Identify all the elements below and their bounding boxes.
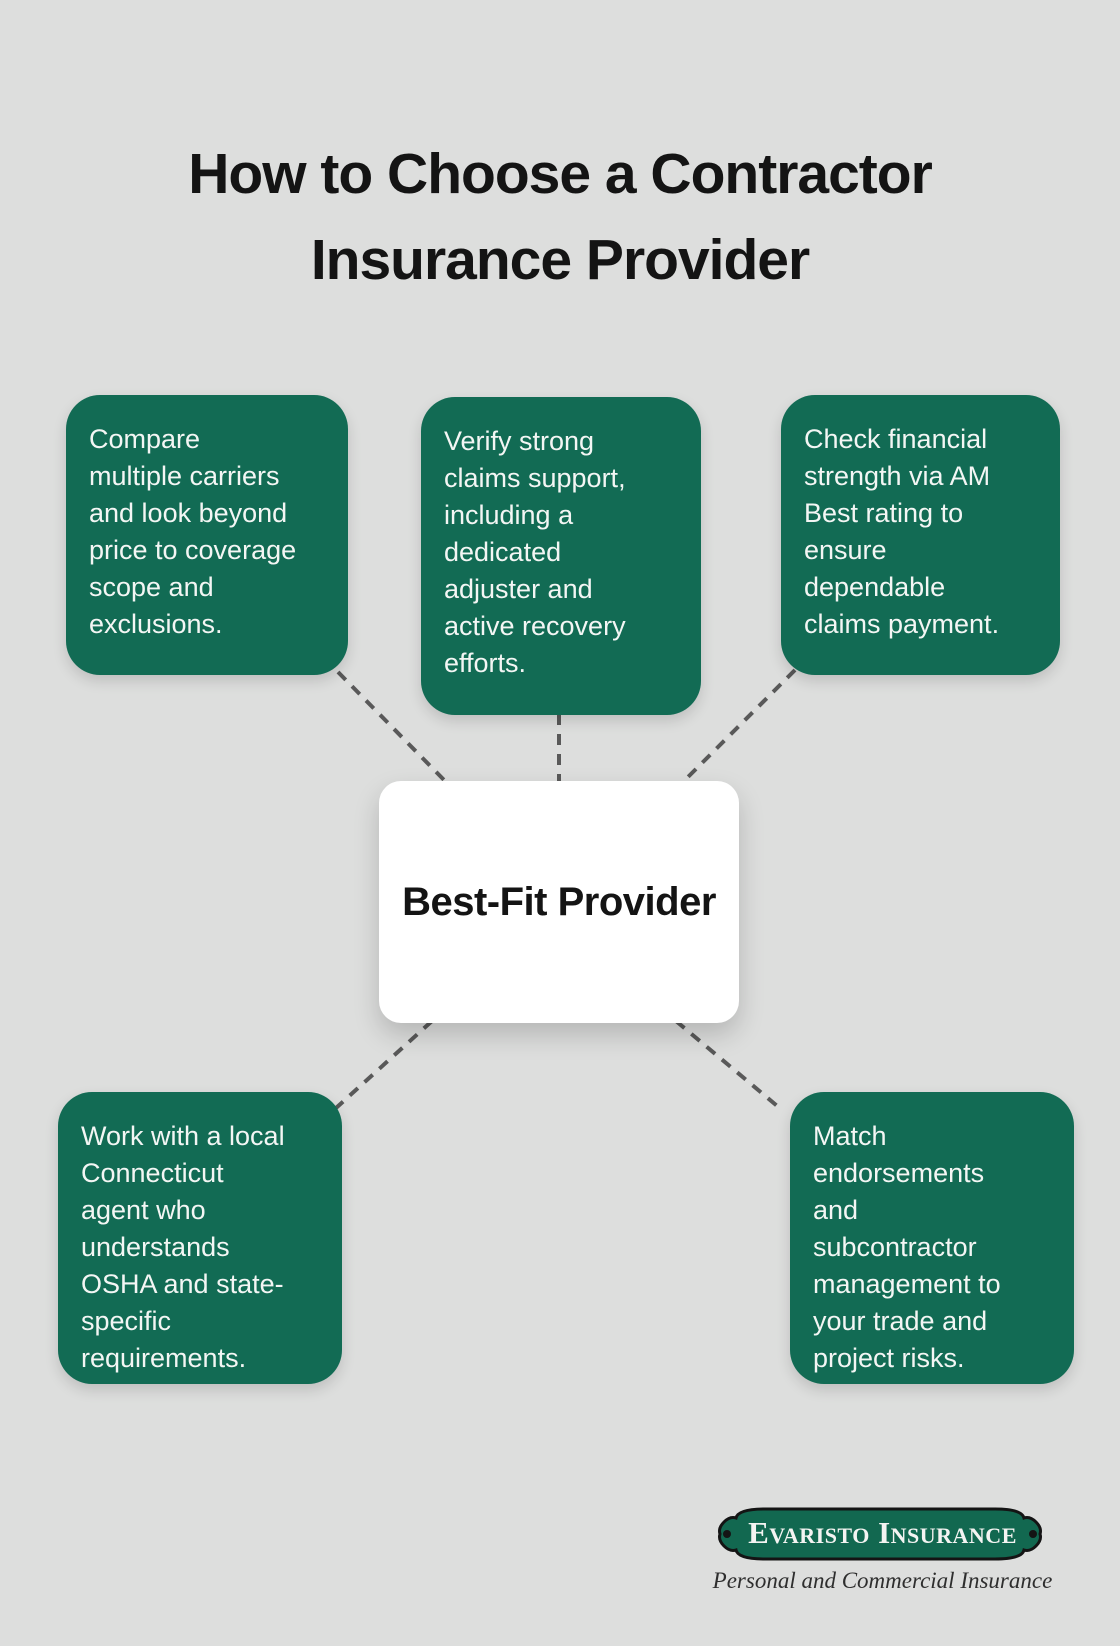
tip-card-text: Check financial strength via AM Best rat… <box>804 424 1000 639</box>
connector-line <box>334 1019 434 1110</box>
center-node: Best-Fit Provider <box>379 781 739 1023</box>
tip-card-local-agent: Work with a local Connecticut agent who … <box>58 1092 342 1384</box>
tip-card-financial-strength: Check financial strength via AM Best rat… <box>781 395 1060 675</box>
plaque-right-dot <box>1029 1530 1037 1538</box>
tip-card-text: Match endorsements and subcontractor man… <box>813 1121 1001 1373</box>
tip-card-claims-support: Verify strong claims support, including … <box>421 397 701 715</box>
tip-card-text: Work with a local Connecticut agent who … <box>81 1121 285 1373</box>
tip-card-endorsements: Match endorsements and subcontractor man… <box>790 1092 1074 1384</box>
tip-card-text: Compare multiple carriers and look beyon… <box>89 424 297 639</box>
connector-line <box>680 668 797 785</box>
brand-plaque-wrap: Evaristo Insurance <box>710 1506 1055 1562</box>
plaque-left-dot <box>723 1530 731 1538</box>
tip-card-text: Verify strong claims support, including … <box>444 426 626 678</box>
connector-line <box>336 670 449 785</box>
connector-line <box>674 1019 784 1112</box>
tip-card-compare-carriers: Compare multiple carriers and look beyon… <box>66 395 348 675</box>
page-title: How to Choose a Contractor Insurance Pro… <box>188 142 933 292</box>
brand-name: Evaristo Insurance <box>748 1515 1017 1550</box>
brand-tagline: Personal and Commercial Insurance <box>712 1568 1053 1593</box>
brand-logo: Evaristo Insurance Personal and Commerci… <box>710 1506 1055 1594</box>
center-node-label: Best-Fit Provider <box>402 879 716 924</box>
brand-plaque-shape <box>718 1507 1042 1561</box>
